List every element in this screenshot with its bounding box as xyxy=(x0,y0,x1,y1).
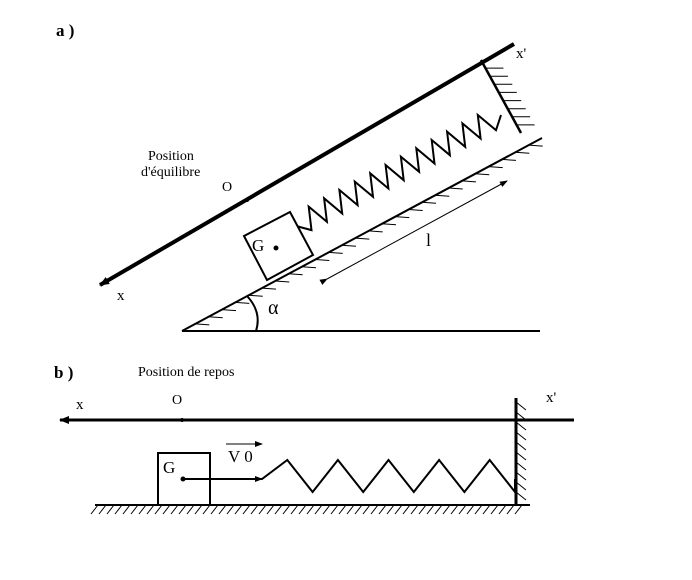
angle-label: α xyxy=(268,297,279,319)
mass-label-b: G xyxy=(163,458,175,477)
velocity-label: V 0 xyxy=(228,447,253,466)
origin-label-a-line1: Position xyxy=(148,149,194,164)
x-axis-a xyxy=(98,42,516,287)
mass-block-a xyxy=(242,210,315,282)
axis-start-label-a: x' xyxy=(516,46,527,62)
origin-label-a-line2: d'équilibre xyxy=(141,165,200,180)
origin-tick-b xyxy=(180,418,184,422)
wall-hatching-a xyxy=(485,67,535,126)
origin-marker-a: O xyxy=(222,180,232,195)
origin-label-b: Position de repos xyxy=(138,365,234,380)
wall-hatching-b xyxy=(515,401,527,501)
spring-b xyxy=(210,458,516,495)
ground-hatching-b xyxy=(90,504,523,515)
part-a-label: a ) xyxy=(56,21,74,40)
length-dimension xyxy=(319,180,508,285)
mass-label-a: G xyxy=(252,236,264,255)
axis-end-label-a: x xyxy=(117,288,125,304)
part-b-label: b ) xyxy=(54,363,73,382)
spring-a xyxy=(295,112,502,232)
part-b-diagram: b ) Position de repos x x' O G V 0 xyxy=(54,363,574,515)
length-label: l xyxy=(426,230,431,250)
angle-arc xyxy=(246,295,259,332)
axis-end-label-b: x xyxy=(76,397,84,413)
part-a-diagram: a ) α G l x' x O Position d'équilibre xyxy=(56,21,543,332)
axis-start-label-b: x' xyxy=(546,390,557,406)
incline-wall xyxy=(479,59,523,134)
center-of-mass-a xyxy=(273,245,279,251)
origin-marker-b: O xyxy=(172,393,182,408)
origin-tick-a xyxy=(245,198,249,202)
